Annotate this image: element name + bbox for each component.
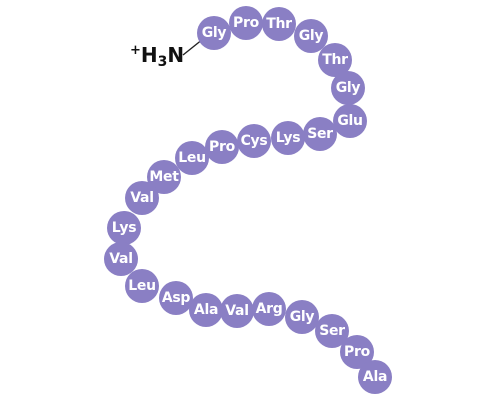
residue-4: Gly	[294, 19, 328, 53]
residue-circle	[318, 43, 352, 77]
residue-8: Ser	[303, 117, 337, 151]
residue-16: Val	[104, 242, 138, 276]
residue-label: Arg	[256, 301, 283, 317]
residue-circle	[197, 16, 231, 50]
residue-circle	[175, 141, 209, 175]
residue-circle	[340, 335, 374, 369]
residue-7: Glu	[333, 104, 367, 138]
residue-19: Ala	[189, 293, 223, 327]
residue-label: Gly	[202, 25, 227, 41]
residue-circle	[294, 19, 328, 53]
residue-circle	[315, 314, 349, 348]
n-terminus-subscript: 3	[158, 54, 168, 70]
residue-label: Lys	[276, 130, 301, 146]
residue-25: Ala	[358, 360, 392, 394]
residue-2: Pro	[229, 6, 263, 40]
residue-18: Asp	[159, 281, 193, 315]
n-terminus-atom-n: N	[167, 43, 184, 67]
residue-label: Thr	[266, 16, 292, 32]
residue-circle	[125, 181, 159, 215]
residue-label: Val	[109, 251, 132, 267]
residue-label: Asp	[162, 290, 191, 306]
residue-15: Lys	[107, 211, 141, 245]
residue-circle	[189, 293, 223, 327]
residue-5: Thr	[318, 43, 352, 77]
residue-3: Thr	[262, 7, 296, 41]
residue-circle	[147, 160, 181, 194]
residue-9: Lys	[271, 121, 305, 155]
residue-circle	[358, 360, 392, 394]
residue-label: Gly	[290, 309, 315, 325]
residue-circle	[229, 6, 263, 40]
residue-circle	[333, 104, 367, 138]
residue-label: Leu	[178, 150, 205, 166]
residue-11: Pro	[205, 130, 239, 164]
residue-label: Pro	[344, 344, 371, 360]
residue-label: Val	[130, 190, 153, 206]
residue-circle	[262, 7, 296, 41]
residue-circle	[303, 117, 337, 151]
residue-14: Val	[125, 181, 159, 215]
residue-label: Met	[149, 169, 179, 185]
residue-23: Ser	[315, 314, 349, 348]
residue-12: Leu	[175, 141, 209, 175]
residue-label: Ser	[319, 323, 345, 339]
residue-20: Val	[220, 294, 254, 328]
residue-1: Gly	[197, 16, 231, 50]
residue-circle	[220, 294, 254, 328]
residue-circle	[331, 71, 365, 105]
residue-label: Leu	[128, 278, 155, 294]
residue-label: Glu	[337, 113, 362, 129]
residue-circle	[205, 130, 239, 164]
residue-circle	[285, 300, 319, 334]
residue-label: Gly	[336, 80, 361, 96]
residue-label: Val	[225, 303, 248, 319]
residue-circle	[252, 292, 286, 326]
residue-label: Ala	[194, 302, 218, 318]
residue-13: Met	[147, 160, 181, 194]
residue-label: Cys	[241, 133, 268, 149]
residue-circle	[125, 269, 159, 303]
residue-circle	[107, 211, 141, 245]
n-terminus-atom-h: H	[141, 43, 158, 67]
residue-label: Lys	[112, 220, 137, 236]
n-terminus-label: +H3N	[130, 43, 184, 70]
residue-label: Pro	[233, 15, 260, 31]
residue-label: Thr	[322, 52, 348, 68]
residue-circle	[159, 281, 193, 315]
residue-22: Gly	[285, 300, 319, 334]
residue-circle	[237, 124, 271, 158]
residue-24: Pro	[340, 335, 374, 369]
residue-6: Gly	[331, 71, 365, 105]
residue-label: Pro	[209, 139, 236, 155]
residue-21: Arg	[252, 292, 286, 326]
residue-10: Cys	[237, 124, 271, 158]
residue-label: Ser	[307, 126, 333, 142]
n-terminus-group: +H3N	[130, 38, 204, 70]
residue-label: Gly	[299, 28, 324, 44]
residue-17: Leu	[125, 269, 159, 303]
residue-circle	[104, 242, 138, 276]
n-terminus-charge: +	[130, 43, 141, 58]
residue-circle	[271, 121, 305, 155]
residue-label: Ala	[363, 369, 387, 385]
